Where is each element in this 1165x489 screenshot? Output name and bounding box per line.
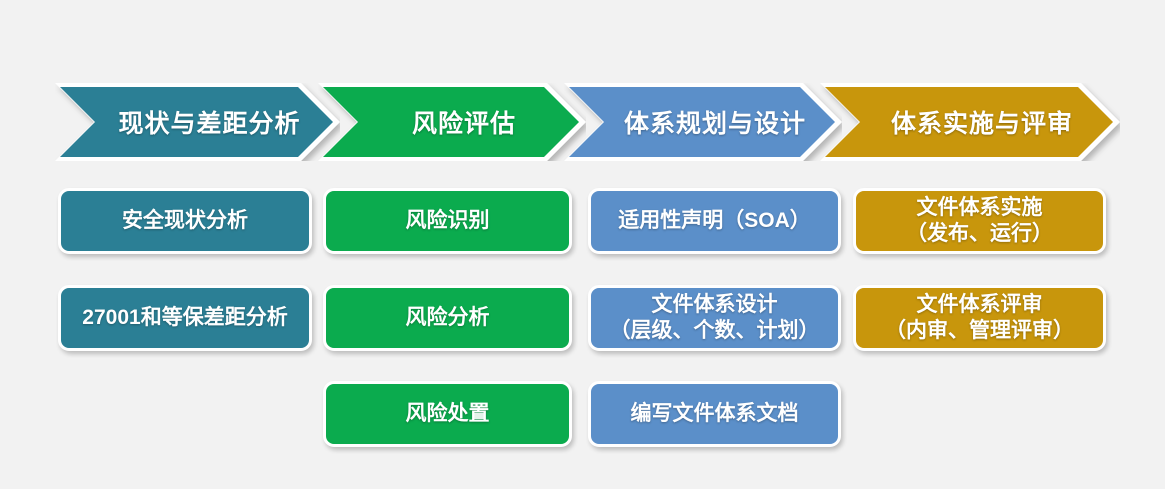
task-box-label: 文件体系实施 （发布、运行） [906,196,1053,245]
task-box-label: 适用性声明（SOA） [618,209,811,233]
phase-arrow-1[interactable]: 现状与差距分析 [55,83,340,161]
chevron-shape-teal [55,83,340,161]
phase-arrow-1-label: 现状与差距分析 [118,110,301,138]
task-box-phase4-item2[interactable]: 文件体系评审 （内审、管理评审） [853,285,1106,351]
phase-arrow-3-label: 体系规划与设计 [623,110,806,138]
chevron-shape-green [318,83,586,161]
task-box-phase2-item3[interactable]: 风险处置 [323,381,572,447]
task-box-label: 风险处置 [405,402,490,426]
task-box-phase1-item2[interactable]: 27001和等保差距分析 [58,285,312,351]
phase-arrow-3[interactable]: 体系规划与设计 [564,83,842,161]
phase-arrow-2[interactable]: 风险评估 [318,83,586,161]
task-box-phase3-item3[interactable]: 编写文件体系文档 [588,381,841,447]
task-box-phase4-item1[interactable]: 文件体系实施 （发布、运行） [853,188,1106,254]
chevron-shape-blue [564,83,842,161]
phase-arrow-4[interactable]: 体系实施与评审 [820,83,1120,161]
task-box-label: 风险识别 [405,209,490,233]
task-box-phase2-item2[interactable]: 风险分析 [323,285,572,351]
chevron-shape-gold [820,83,1120,161]
task-box-phase3-item2[interactable]: 文件体系设计 （层级、个数、计划） [588,285,841,351]
phase-arrow-4-label: 体系实施与评审 [890,110,1073,138]
task-box-label: 文件体系设计 （层级、个数、计划） [609,293,820,342]
task-box-label: 文件体系评审 （内审、管理评审） [885,293,1074,342]
task-box-phase3-item1[interactable]: 适用性声明（SOA） [588,188,841,254]
task-box-phase1-item1[interactable]: 安全现状分析 [58,188,312,254]
task-box-label: 风险分析 [405,306,490,330]
task-box-label: 27001和等保差距分析 [82,306,288,330]
phase-arrow-2-label: 风险评估 [411,110,516,138]
task-box-phase2-item1[interactable]: 风险识别 [323,188,572,254]
task-box-label: 编写文件体系文档 [630,402,799,426]
task-box-label: 安全现状分析 [122,209,248,233]
